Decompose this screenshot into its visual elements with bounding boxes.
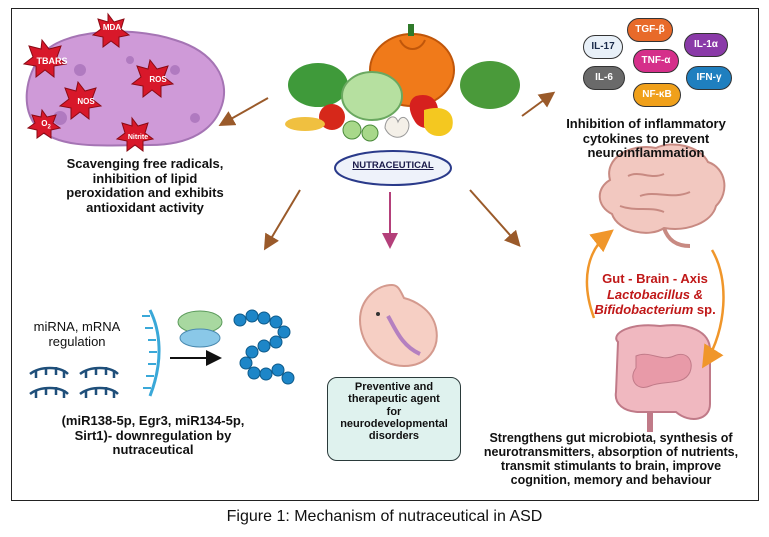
cytokine-pill-ifng: IFN-γ xyxy=(686,66,732,90)
radical-label-nos: NOS xyxy=(77,97,95,106)
cytokine-pill-tgfb: TGF-β xyxy=(627,18,673,42)
embryo-illustration xyxy=(358,283,438,368)
arrow-to-mirna xyxy=(263,189,301,251)
free-radicals-text: Scavenging free radicals, inhibition of … xyxy=(66,156,224,215)
cell-illustration xyxy=(25,30,226,147)
mirna-title: miRNA, mRNA regulation xyxy=(33,319,121,349)
cytokine-pill-il6: IL-6 xyxy=(583,66,625,90)
mrna-strand xyxy=(142,309,161,397)
nutraceutical-ellipse xyxy=(334,150,452,186)
nutraceutical-label: NUTRACEUTICAL xyxy=(352,160,434,171)
cytokine-pill-nfkb: NF-κB xyxy=(633,83,681,107)
radical-stars xyxy=(22,12,175,152)
ribosome xyxy=(177,310,223,348)
embryo-text: Preventive and therapeutic agent for neu… xyxy=(340,381,448,443)
gut-brain-bacteria: Lactobacillus & Bifidobacterium sp. xyxy=(594,287,716,317)
arrow-to-gut-brain xyxy=(469,189,521,247)
cytokine-pill-il17: IL-17 xyxy=(583,35,623,59)
cytokine-pill-il1a: IL-1α xyxy=(684,33,728,57)
intestine-illustration xyxy=(614,324,711,432)
brain-illustration xyxy=(598,143,726,248)
radical-label-tbars: TBARS xyxy=(36,56,68,66)
radical-label-mda: MDA xyxy=(102,23,122,32)
gut-brain-axis-title: Gut - Brain - Axis xyxy=(602,271,708,286)
vegetables-illustration xyxy=(285,24,520,142)
cytokine-pill-tnfa: TNF-α xyxy=(633,49,679,73)
cycle-arrow-brain-to-gut xyxy=(702,249,725,369)
radical-label-nitrite: Nitrite xyxy=(127,134,149,141)
rna-strands xyxy=(29,366,119,398)
cytokines-text: Inhibition of inflammatory cytokines to … xyxy=(566,116,726,161)
embryo-textbox xyxy=(327,377,461,461)
figure-frame xyxy=(11,8,759,501)
radical-label-ros: ROS xyxy=(149,75,167,84)
arrow-to-cytokines xyxy=(521,91,556,117)
arrow-to-free-radicals xyxy=(218,97,269,126)
figure-caption: Figure 1: Mechanism of nutraceutical in … xyxy=(226,508,543,525)
mirna-text: (miR138-5p, Egr3, miR134-5p, Sirt1)- dow… xyxy=(61,413,245,458)
gut-brain-text: Strengthens gut microbiota, synthesis of… xyxy=(483,431,739,487)
protein-chain xyxy=(233,309,295,385)
radical-label-o2: O2 xyxy=(41,119,51,131)
cycle-arrow-gut-to-brain xyxy=(585,229,614,319)
